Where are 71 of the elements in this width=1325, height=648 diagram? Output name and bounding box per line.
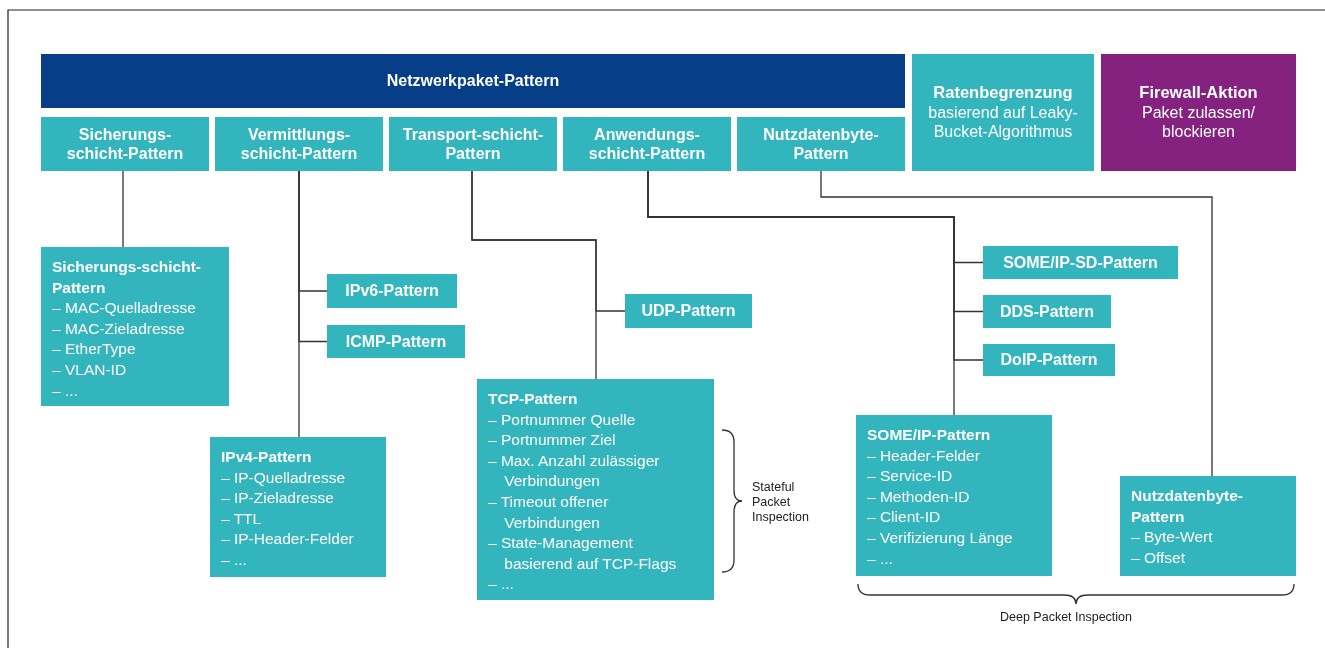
list-item: – IP-Quelladresse [221,467,347,488]
detail-box [856,415,1052,576]
box-label: UDP-Pattern [641,301,736,321]
list-item: – ... [488,574,515,595]
list-item: – IP-Zieladresse [221,488,335,509]
connector-line [122,170,124,248]
box-label: Transport-schicht-Pattern [401,124,545,164]
box-label: Nutzdatenbyte-Pattern [762,124,880,164]
brace-label: Deep Packet Inspection [1000,610,1133,625]
box-heading: Sicherungs-schicht-Pattern [52,257,202,298]
list-item: – ... [52,380,79,401]
list-item: – Timeout offener Verbindungen [488,492,610,533]
list-item: – Byte-Wert [1131,527,1214,548]
box-heading: SOME/IP-Pattern [867,425,992,445]
list-item: – EtherType [52,339,137,360]
list-item: – Offset [1131,547,1186,568]
list-item: – Methoden-ID [867,486,971,507]
list-item: – IP-Header-Felder [221,529,355,550]
pattern-box [983,344,1115,376]
pattern-box [41,117,209,171]
list-item: – VLAN-ID [52,360,128,381]
box-label: Anwendungs-schicht-Pattern [587,124,707,164]
connector-line [647,170,955,416]
header-band [41,54,905,108]
connector-line [471,170,597,380]
pattern-box [625,294,752,328]
pattern-box [737,117,905,171]
box-label: ICMP-Pattern [345,331,447,352]
box-heading: TCP-Pattern [488,389,579,409]
pattern-box [327,325,465,358]
box-heading: Ratenbegrenzung [933,83,1073,104]
list-item: – State-Management basierend auf TCP-Flags [488,533,678,574]
list-item: – Portnummer Quelle [488,409,637,430]
detail-box [210,437,386,577]
box-label: Sicherungs-schicht-Pattern [65,124,185,164]
pattern-box [215,117,383,171]
list-item: – TTL [221,508,263,529]
list-item: – Max. Anzahl zulässiger Verbindungen [488,450,661,492]
box-heading: IPv4-Pattern [221,447,313,467]
box-label: SOME/IP-SD-Pattern [1003,252,1158,273]
list-item: – Header-Felder [867,445,981,466]
box-label: Vermittlungs-schicht-Pattern [239,124,359,164]
connector-line [820,170,1213,477]
connector-line [298,170,300,438]
detail-box [477,379,714,600]
list-item: – MAC-Zieladresse [52,318,186,339]
feature-box [912,54,1094,171]
box-description: basierend auf Leaky-Bucket-Algorithmus [927,103,1079,142]
box-label: Netzwerkpaket-Pattern [386,71,560,91]
detail-box [41,247,229,406]
box-heading: Firewall-Aktion [1139,83,1258,104]
list-item: – MAC-Quelladresse [52,298,197,319]
pattern-box [327,274,457,308]
box-label: IPv6-Pattern [345,281,439,301]
pattern-box [983,295,1111,328]
list-item: – ... [221,550,248,571]
pattern-box [983,246,1178,279]
pattern-box [563,117,731,171]
brace-label: Stateful Packet Inspection [752,480,810,525]
box-label: DoIP-Pattern [1000,350,1098,370]
list-item: – Portnummer Ziel [488,430,617,451]
list-item: – Verifizierung Länge [867,528,1014,549]
box-description: Paket zulassen/ blockieren [1141,103,1256,142]
list-item: – ... [867,548,894,569]
box-label: DDS-Pattern [999,301,1095,322]
list-item: – Service-ID [867,466,954,487]
list-item: – Client-ID [867,507,942,528]
detail-box [1120,476,1296,576]
box-heading: Nutzdatenbyte-Pattern [1131,486,1244,527]
feature-box [1101,54,1296,171]
pattern-box [389,117,557,171]
